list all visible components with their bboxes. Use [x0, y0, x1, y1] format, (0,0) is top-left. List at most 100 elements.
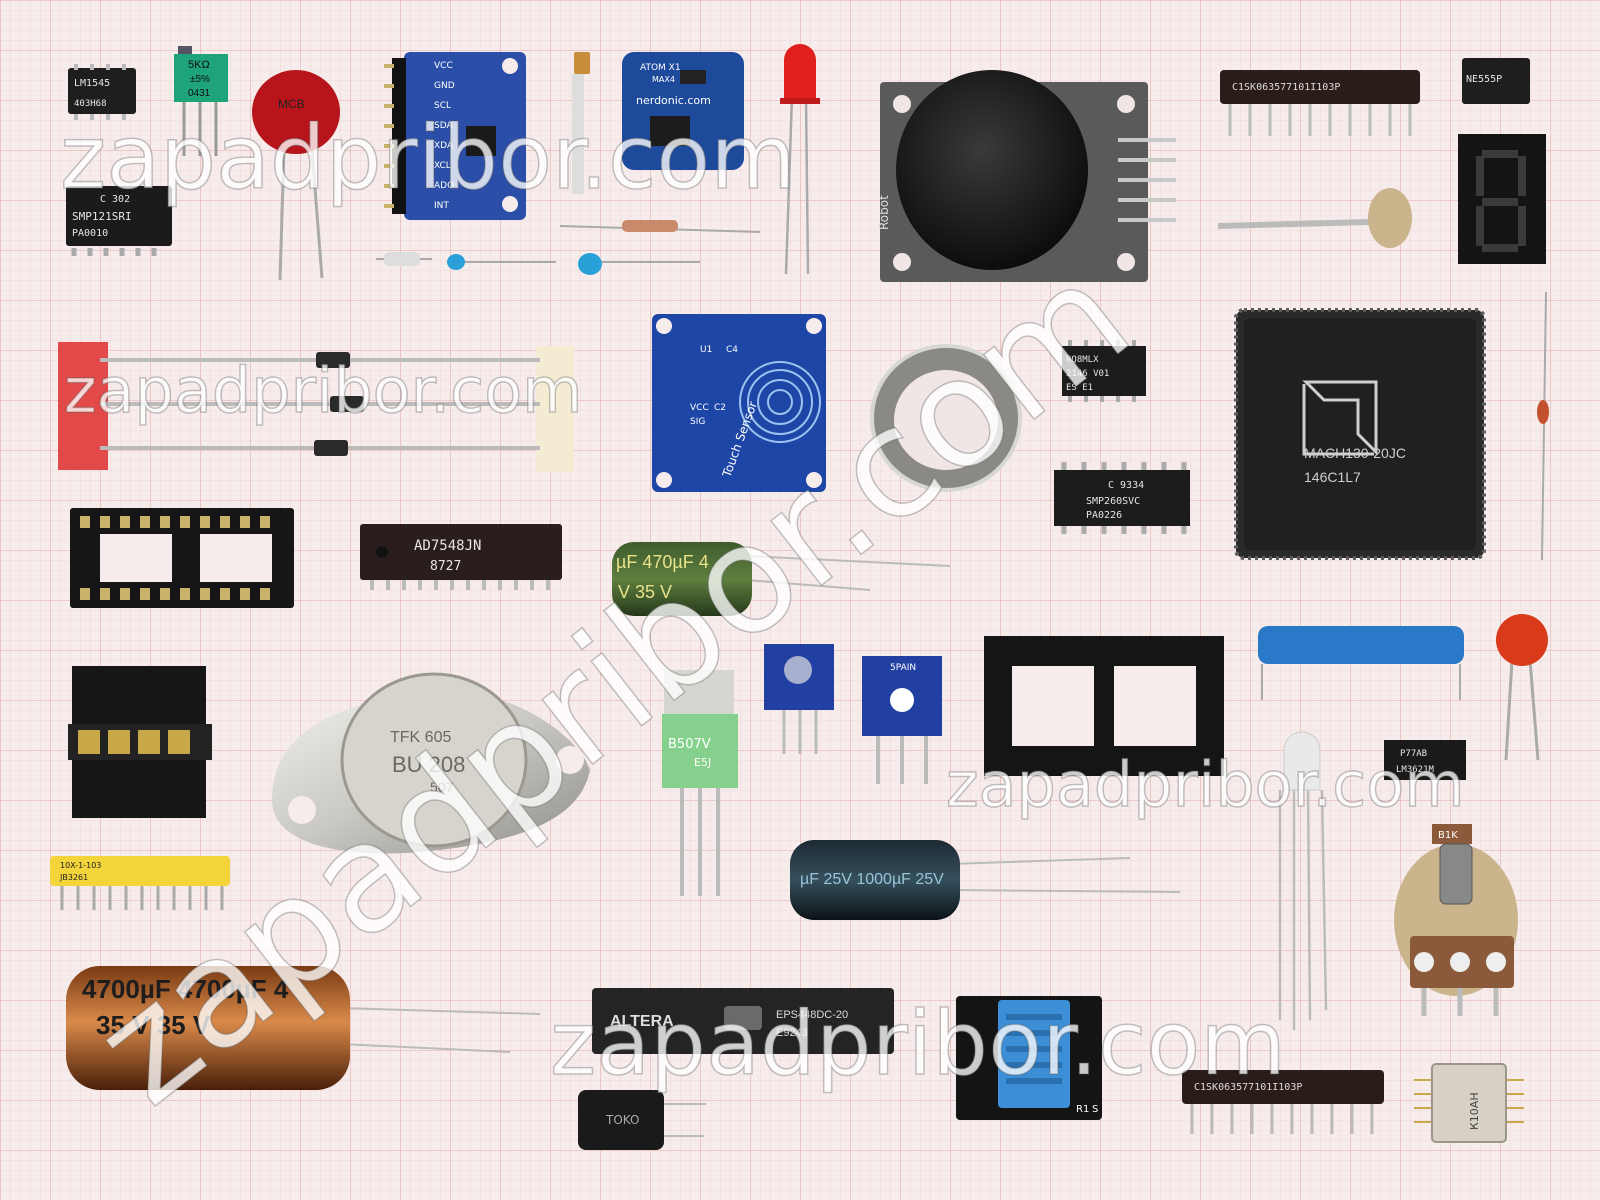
- pin-label: ADO: [434, 181, 454, 191]
- pin-label: XDA: [434, 141, 454, 151]
- to3-transistor-bu208: TFK 605 BU 208 507: [272, 672, 590, 854]
- pin-label: SDA: [434, 121, 453, 131]
- capacitor-label: 4700µF 4700µF 4: [82, 974, 289, 1004]
- metal-relay: К10АН: [1414, 1063, 1524, 1143]
- imu-sensor-module: VCC GND SCL SDA XDA XCL ADO INT: [384, 52, 526, 220]
- watermark-text: zapadpribor.com: [64, 354, 583, 427]
- network-label: JB3261: [59, 873, 88, 882]
- module-label: R1: [1076, 1104, 1089, 1115]
- ne555-dip-ic: NE555P: [1462, 58, 1530, 104]
- touch-pcb-label: VCC: [690, 403, 709, 413]
- electrolytic-capacitor-black: µF 25V 1000µF 25V: [790, 840, 1181, 920]
- small-capacitor: [572, 52, 590, 194]
- chip-label: ES E1: [1066, 383, 1093, 393]
- chip-label: EPS448DC-20: [776, 1009, 848, 1021]
- chip-label: 403H68: [74, 99, 107, 109]
- varistor-label: MCB: [278, 97, 305, 111]
- trimmer-label: ±5%: [190, 74, 210, 85]
- transistor-label: TFK 605: [390, 729, 451, 746]
- module-label: ATOM X1: [640, 63, 681, 73]
- network-label: C1SK063577101I103P: [1232, 82, 1340, 93]
- pin-label: SCL: [434, 101, 451, 111]
- plcc-ic-mach130: MACH130-20JC 146C1L7: [1234, 308, 1486, 560]
- chip-label: PA0226: [1086, 510, 1122, 521]
- transistor-label: E5J: [694, 756, 711, 769]
- nerdonic-module: ATOM X1 MAX4 nerdonic.com: [622, 52, 744, 170]
- soic-ic-rq8mlx: RQ8MLX 2146 V01 ES E1: [1062, 340, 1146, 402]
- pin-label: GND: [434, 81, 455, 91]
- watermark-text: zapadpribor.com: [60, 106, 796, 209]
- pin-label: INT: [434, 201, 449, 211]
- network-label: C1SK063577101I103P: [1194, 1082, 1302, 1093]
- trimmer-label: 5PAIN: [890, 663, 916, 673]
- ic-socket-20pin: [70, 508, 294, 608]
- chip-label: MACH130-20JC: [1304, 445, 1406, 461]
- joystick-brand: Robot: [877, 195, 891, 230]
- blue-ceramic-capacitor: [578, 253, 700, 275]
- module-label: S: [1092, 1104, 1098, 1115]
- ic-socket-gold: [68, 666, 212, 818]
- watermark-text: zapadpribor.com: [946, 748, 1465, 821]
- seven-segment-display: [1458, 134, 1546, 264]
- transistor-label: 507: [430, 779, 454, 795]
- taped-diodes: [58, 342, 574, 472]
- chip-label: E9243: [776, 1027, 808, 1039]
- chip-label: ALTERA: [610, 1013, 674, 1030]
- axial-resistor: [376, 252, 432, 266]
- blue-ceramic-capacitor: [447, 254, 556, 270]
- sip-resistor-network-yellow: 10X-1-103 JB3261: [50, 856, 230, 910]
- chip-label: 8727: [430, 559, 461, 574]
- chip-label: SMP260SVC: [1086, 496, 1140, 507]
- dip8-ic: LM1545 403H68: [68, 64, 136, 120]
- pin-label: XCL: [434, 161, 451, 171]
- eprom-ic-altera: ALTERA EPS448DC-20 E9243: [592, 988, 894, 1054]
- dip24-ic-ad7548: AD7548JN 8727: [360, 524, 562, 590]
- touch-pcb-label: U1: [700, 345, 712, 355]
- chip-label: 2146 V01: [1066, 369, 1109, 379]
- sip-resistor-network-bottom: C1SK063577101I103P: [1182, 1070, 1384, 1134]
- sip-resistor-network: C1SK063577101I103P: [1220, 70, 1420, 136]
- capacitor-label: 35 V 35 V: [96, 1010, 211, 1040]
- blue-trimmer-resistor: [764, 644, 834, 754]
- blue-trimmer-potentiometer: 5PAIN: [862, 656, 942, 784]
- chip-label: NE555P: [1466, 74, 1502, 85]
- capacitor-label: µF 470µF 4: [616, 552, 709, 572]
- to220-transistor: B507V E5J: [662, 670, 738, 896]
- chip-label: P77AB: [1400, 749, 1427, 759]
- clear-led: [1278, 731, 1328, 1030]
- small-potentiometer: [1217, 188, 1412, 248]
- ic-socket-16pin: [984, 636, 1224, 776]
- capacitor-label: µF 25V 1000µF 25V: [800, 871, 944, 888]
- axial-resistor: [559, 220, 761, 233]
- transistor-label: BU 208: [392, 752, 465, 777]
- chip-label: C 9334: [1108, 480, 1144, 491]
- module-label: MAX4: [652, 75, 675, 84]
- soic-ic-smp260: C 9334 SMP260SVC PA0226: [1054, 462, 1190, 534]
- touch-pcb-label: SIG: [690, 417, 705, 427]
- soic-ic-smp121: C 302 SMP121SRI PA0010: [66, 186, 172, 256]
- network-label: 10X-1-103: [60, 861, 101, 870]
- glass-diode: [1537, 291, 1549, 561]
- rotary-potentiometer: B1K: [1394, 824, 1518, 1016]
- pin-label: VCC: [434, 61, 453, 71]
- touch-pcb-label: C2: [714, 403, 726, 413]
- electrolytic-capacitor-green: µF 470µF 4 V 35 V: [612, 542, 951, 616]
- dht-sensor-module: R1 S: [956, 996, 1102, 1120]
- chip-label: LM3621M: [1396, 765, 1435, 775]
- chip-label: RQ8MLX: [1066, 355, 1099, 365]
- electrolytic-capacitor-orange: 4700µF 4700µF 4 35 V 35 V: [66, 966, 541, 1090]
- capacitor-label: V 35 V: [618, 582, 672, 602]
- red-varistor: MCB: [252, 70, 340, 281]
- soic-ic-small: P77AB LM3621M: [1384, 740, 1466, 780]
- metal-ring: [870, 344, 1022, 492]
- watermark-text: zapadpribor.com: [550, 992, 1286, 1095]
- relay-label: К10АН: [1468, 1092, 1481, 1130]
- green-trimmer-resistor: 5KΩ ±5% 0431: [174, 46, 228, 156]
- chip-label: LM1545: [74, 78, 110, 89]
- chip-label: AD7548JN: [414, 538, 481, 554]
- red-led: [780, 44, 820, 275]
- blue-resistor: [1258, 626, 1464, 700]
- trimmer-label: 5KΩ: [188, 59, 210, 71]
- chip-label: 146C1L7: [1304, 469, 1361, 485]
